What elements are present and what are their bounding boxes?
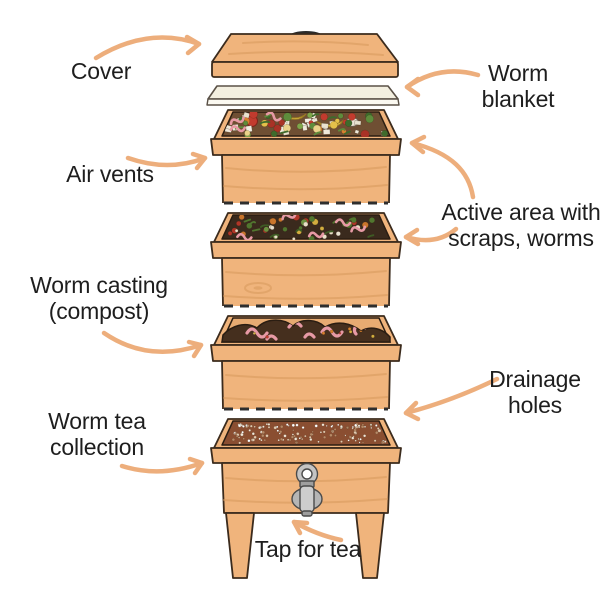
tray3-rim [210,344,402,362]
blanket-top [207,85,399,100]
label-drainage-holes: Drainage holes [489,366,581,418]
tea-speckles [231,422,387,445]
label-cover: Cover [70,58,132,84]
label-worm-tea: Worm tea collection [48,408,146,460]
label-tap: Tap for tea [254,536,362,562]
label-active-area: Active area with scraps, worms [441,199,601,251]
tap-spout [301,510,313,517]
worm-blanket [206,85,400,106]
tray2-compost-base [221,214,391,240]
label-air-vents: Air vents [66,161,154,187]
lid-top [211,33,399,63]
active-area-arrow-upper [409,134,476,200]
leg-left [225,512,255,579]
tea-tap [291,462,323,517]
tray-active-area [210,212,402,308]
fresh-scraps-layer [224,112,389,137]
base-rim [210,447,402,464]
collection-box [210,418,402,579]
label-worm-blanket: Worm blanket [481,60,555,112]
active-compost-layer [227,215,376,240]
tray2-rim [210,241,402,259]
tray-castings [210,315,402,411]
worm-tea-arrow [119,456,205,476]
leg-right [355,512,385,579]
worm-blanket-arrow [404,69,481,98]
cover-arrow [93,34,202,61]
active-area-arrow-lower [403,226,459,247]
tray-air-vents [210,109,402,205]
cover [211,30,399,78]
worm-casting-arrow [101,330,204,359]
air-vents-arrow [125,151,208,171]
blanket-front [206,98,400,106]
tap-arrow [291,519,344,543]
drainage-holes-arrow [403,376,500,422]
tray2-body [221,257,391,307]
annotation-arrows [93,34,500,543]
lid-front [211,61,399,78]
tray3-body [221,360,391,410]
tray1-rim [210,138,402,156]
tray1-body [221,154,391,204]
label-worm-casting: Worm casting (compost) [30,272,168,324]
